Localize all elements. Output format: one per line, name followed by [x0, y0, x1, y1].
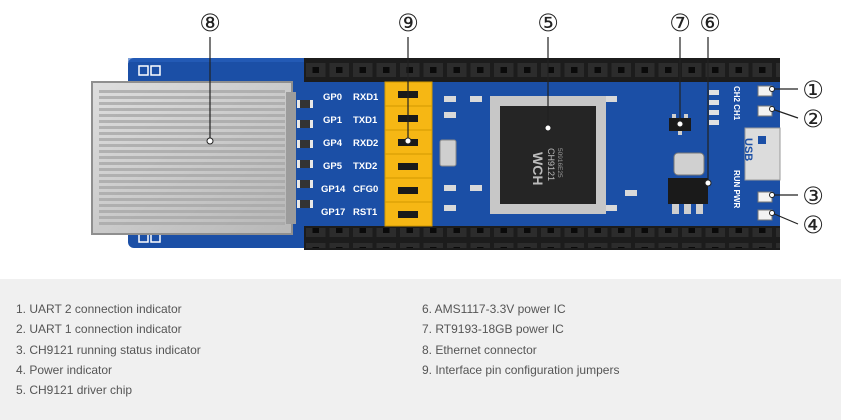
callout-2: ②	[802, 105, 824, 133]
callout-8: ⑧	[199, 9, 221, 37]
callout-1: ①	[802, 76, 824, 104]
chip-code: 50916E25	[556, 148, 563, 178]
pin-gp-1: GP1	[323, 115, 343, 126]
capacitor	[674, 153, 704, 175]
legend-item-8: 8. Ethernet connector	[422, 340, 619, 360]
legend-panel: 1. UART 2 connection indicator 2. UART 1…	[0, 279, 841, 420]
legend-item-9: 9. Interface pin configuration jumpers	[422, 360, 619, 380]
pin-func-3: TXD2	[353, 161, 377, 172]
callout-6: ⑥	[699, 9, 721, 37]
legend-item-1: 1. UART 2 connection indicator	[16, 299, 201, 319]
usb-connector: USB	[742, 128, 780, 180]
pin-func-2: RXD2	[353, 138, 378, 149]
pin-func-1: TXD1	[353, 115, 378, 126]
legend-left-column: 1. UART 2 connection indicator 2. UART 1…	[16, 299, 201, 400]
legend-right-column: 6. AMS1117-3.3V power IC 7. RT9193-18GB …	[422, 299, 619, 380]
chip-logo: WCH	[530, 152, 546, 185]
pin-func-5: RST1	[353, 207, 378, 218]
pin-func-0: RXD1	[353, 92, 379, 103]
legend-item-3: 3. CH9121 running status indicator	[16, 340, 201, 360]
chip-name: CH9121	[546, 148, 556, 181]
pin-gp-2: GP4	[323, 138, 343, 149]
legend-item-5: 5. CH9121 driver chip	[16, 380, 201, 400]
pin-gp-4: GP14	[321, 184, 346, 195]
callout-5: ⑤	[537, 9, 559, 37]
pin-func-4: CFG0	[353, 184, 378, 195]
callout-9: ⑨	[397, 9, 419, 37]
ethernet-connector	[92, 82, 296, 234]
callout-4: ④	[802, 211, 824, 239]
legend-item-4: 4. Power indicator	[16, 360, 201, 380]
legend-item-2: 2. UART 1 connection indicator	[16, 319, 201, 339]
crystal	[440, 140, 456, 166]
pin-gp-3: GP5	[323, 161, 343, 172]
callout-7: ⑦	[669, 9, 691, 37]
board-figure: GP0 RXD1 GP1 TXD1 GP4 RXD2 GP5 TXD2 GP14…	[0, 0, 841, 278]
led-top-labels: CH2 CH1	[732, 86, 741, 121]
usb-label: USB	[742, 138, 754, 161]
led-bottom-labels: RUN PWR	[732, 170, 741, 208]
pin-gp-5: GP17	[321, 207, 345, 218]
legend-item-7: 7. RT9193-18GB power IC	[422, 319, 619, 339]
legend-item-6: 6. AMS1117-3.3V power IC	[422, 299, 619, 319]
pin-gp-0: GP0	[323, 92, 342, 103]
callout-3: ③	[802, 182, 824, 210]
ams1117-ic	[668, 178, 708, 214]
